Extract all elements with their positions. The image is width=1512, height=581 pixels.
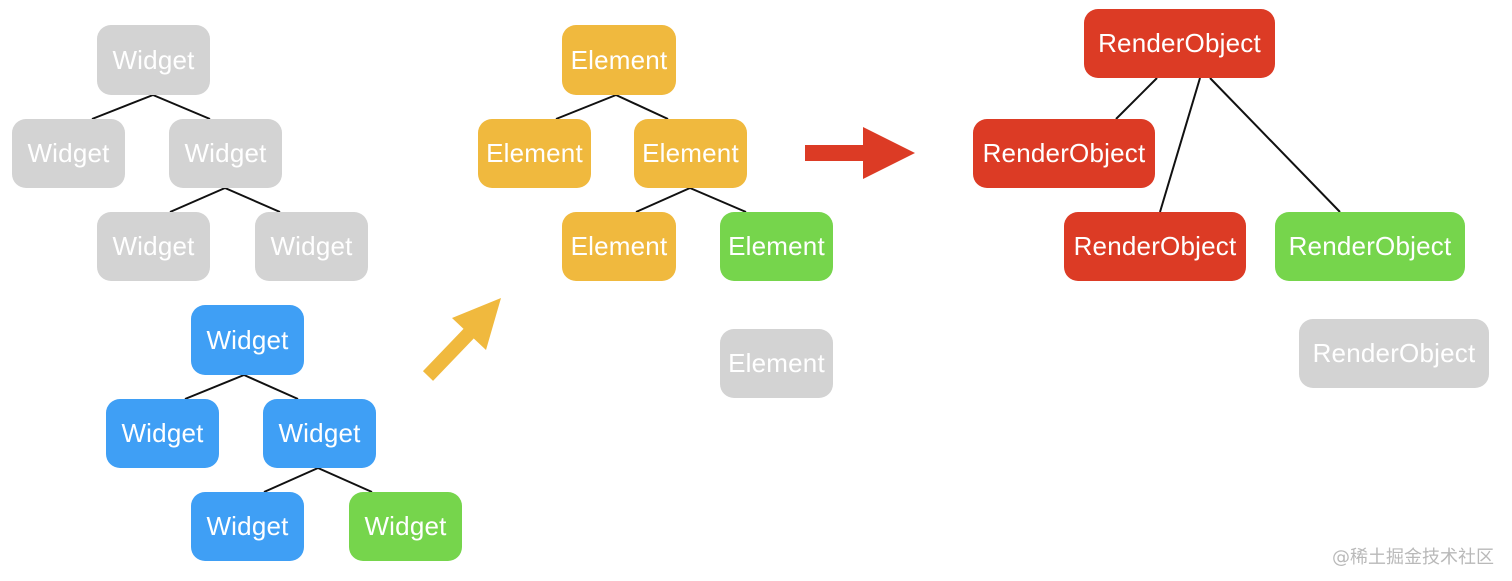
edge-el-root-right [615,94,669,120]
edge-old-root-right [152,94,211,120]
edge-old-right-right [224,187,281,213]
edge-ro-root-right [1209,77,1341,213]
element-left: Element [478,119,591,188]
element-right-left-label: Element [570,231,668,261]
widget-old-right-left: Widget [97,212,210,281]
widget-new-right: Widget [263,399,376,468]
renderobject-bottom-middle-label: RenderObject [1073,231,1237,261]
widget-old-root: Widget [97,25,210,95]
widget-new-left: Widget [106,399,219,468]
widget-new-right-left-label: Widget [206,511,289,541]
renderobject-detached-label: RenderObject [1312,338,1476,368]
widget-old-root-label: Widget [112,44,195,75]
element-right: Element [634,119,747,188]
edge-el-root-left [555,94,617,120]
renderobject-root-label: RenderObject [1098,28,1261,58]
edge-ro-root-middle [1159,77,1201,213]
connector-lines [91,77,1341,493]
widget-new-right-label: Widget [278,418,361,448]
edge-old-root-left [91,94,154,120]
element-left-label: Element [486,138,583,168]
widget-new-root-label: Widget [206,324,289,355]
widget-old-right-right-label: Widget [270,231,353,261]
render-arrow-icon [805,127,915,179]
renderobject-bottom-right-label: RenderObject [1288,231,1452,261]
edge-el-right-right [689,187,747,213]
edge-el-right-left [635,187,691,213]
renderobject-bottom-middle: RenderObject [1064,212,1246,281]
edge-new-root-left [184,374,245,400]
edge-old-right-left [169,187,226,213]
widget-new-root: Widget [191,305,304,375]
widget-old-right-left-label: Widget [112,231,195,261]
element-right-label: Element [642,138,739,168]
watermark: @稀土掘金技术社区 [1332,547,1494,568]
edge-new-root-right [243,374,299,400]
element-detached-label: Element [728,348,825,378]
renderobject-root: RenderObject [1084,9,1275,78]
renderobject-left: RenderObject [973,119,1155,188]
renderobject-detached: RenderObject [1299,319,1489,388]
element-right-left: Element [562,212,676,281]
edge-new-right-right [317,467,373,493]
element-root: Element [562,25,676,95]
widget-new-left-label: Widget [121,418,204,448]
widget-old-left: Widget [12,119,125,188]
edge-ro-root-left [1115,77,1158,120]
element-detached: Element [720,329,833,398]
update-arrow-icon [422,298,501,381]
renderobject-left-label: RenderObject [982,138,1146,168]
renderobject-bottom-right: RenderObject [1275,212,1465,281]
element-root-label: Element [570,44,668,75]
widget-old-left-label: Widget [27,138,110,168]
widget-old-right-right: Widget [255,212,368,281]
edge-new-right-left [263,467,319,493]
widget-new-right-right: Widget [349,492,462,561]
widget-new-right-right-label: Widget [364,511,447,541]
widget-old-right: Widget [169,119,282,188]
element-right-right-label: Element [728,231,825,261]
widget-new-right-left: Widget [191,492,304,561]
element-right-right: Element [720,212,833,281]
widget-old-right-label: Widget [184,138,267,168]
